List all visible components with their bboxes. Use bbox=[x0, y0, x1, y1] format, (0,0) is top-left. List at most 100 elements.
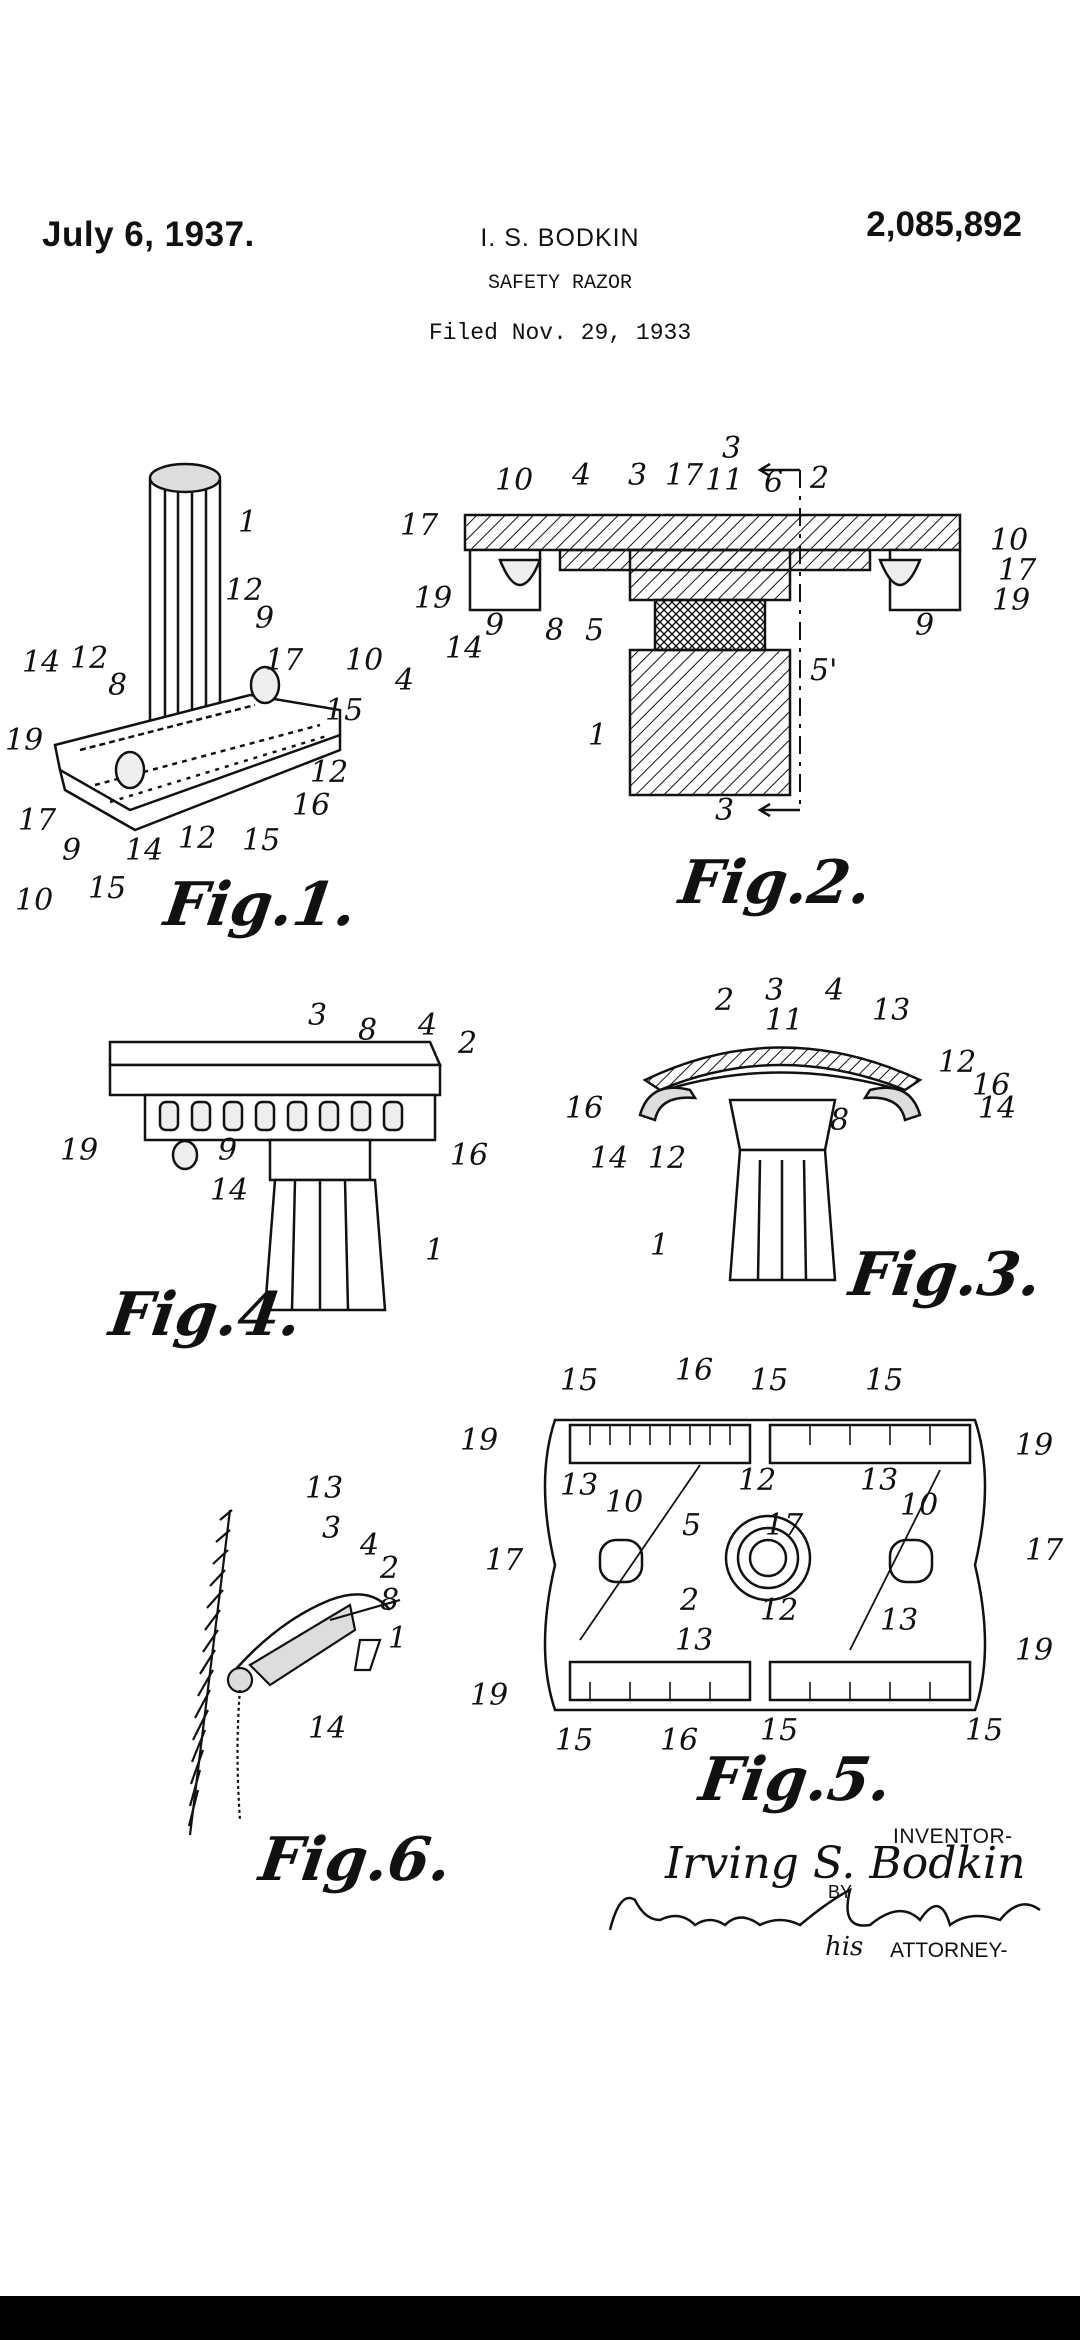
svg-text:12: 12 bbox=[760, 1593, 798, 1628]
svg-text:12: 12 bbox=[938, 1045, 976, 1080]
svg-text:8: 8 bbox=[358, 1013, 377, 1048]
figure-6-refs: 13 3 4 2 8 1 14 bbox=[305, 1471, 407, 1746]
svg-text:17: 17 bbox=[998, 553, 1037, 588]
patent-title: SAFETY RAZOR bbox=[487, 272, 633, 295]
svg-text:19: 19 bbox=[992, 583, 1030, 618]
svg-text:14: 14 bbox=[210, 1173, 248, 1208]
svg-text:19: 19 bbox=[5, 723, 43, 758]
figure-4-drawing bbox=[108, 1040, 442, 1312]
svg-text:3: 3 bbox=[628, 458, 647, 493]
svg-text:1: 1 bbox=[425, 1233, 444, 1268]
svg-text:8: 8 bbox=[108, 668, 127, 703]
svg-text:2: 2 bbox=[457, 1026, 477, 1061]
svg-text:5': 5' bbox=[810, 653, 837, 688]
svg-text:10: 10 bbox=[605, 1485, 643, 1520]
svg-text:3: 3 bbox=[308, 998, 327, 1033]
svg-text:13: 13 bbox=[675, 1623, 713, 1658]
svg-text:14: 14 bbox=[445, 631, 483, 666]
figure-3-drawing bbox=[638, 1046, 923, 1282]
svg-text:17: 17 bbox=[400, 508, 439, 543]
svg-text:8: 8 bbox=[830, 1103, 849, 1138]
svg-text:1: 1 bbox=[650, 1228, 669, 1263]
svg-text:10: 10 bbox=[990, 523, 1028, 558]
svg-text:15: 15 bbox=[242, 823, 280, 858]
svg-text:12: 12 bbox=[70, 641, 108, 676]
figure-2-refs: 10 4 3 17 11 6 2 3 17 10 17 19 19 9 8 5 … bbox=[400, 431, 1037, 828]
svg-text:2: 2 bbox=[809, 461, 829, 496]
svg-text:3: 3 bbox=[322, 1511, 341, 1546]
inventor-name: Irving S. Bodkin bbox=[665, 1838, 1026, 1889]
svg-text:12: 12 bbox=[310, 755, 348, 790]
svg-text:4: 4 bbox=[571, 458, 591, 493]
svg-text:12: 12 bbox=[225, 573, 263, 608]
svg-text:15: 15 bbox=[555, 1723, 593, 1758]
svg-text:5: 5 bbox=[682, 1508, 701, 1543]
svg-text:13: 13 bbox=[305, 1471, 343, 1506]
svg-text:13: 13 bbox=[880, 1603, 918, 1638]
svg-text:17: 17 bbox=[1025, 1533, 1064, 1568]
svg-text:12: 12 bbox=[178, 821, 216, 856]
svg-text:15: 15 bbox=[325, 693, 363, 728]
svg-text:14: 14 bbox=[22, 645, 60, 680]
figure-2-label: Fig.2. bbox=[675, 848, 876, 918]
svg-text:17: 17 bbox=[265, 643, 304, 678]
svg-text:12: 12 bbox=[648, 1141, 686, 1176]
svg-text:10: 10 bbox=[345, 643, 383, 678]
svg-text:13: 13 bbox=[860, 1463, 898, 1498]
svg-text:16: 16 bbox=[972, 1068, 1010, 1103]
svg-text:15: 15 bbox=[865, 1363, 903, 1398]
svg-text:16: 16 bbox=[565, 1091, 603, 1126]
svg-text:2: 2 bbox=[679, 1583, 699, 1618]
inventor-tag: INVENTOR- bbox=[893, 1825, 1013, 1848]
svg-text:1: 1 bbox=[588, 718, 607, 753]
svg-text:4: 4 bbox=[394, 663, 414, 698]
svg-text:14: 14 bbox=[978, 1091, 1016, 1126]
svg-text:19: 19 bbox=[60, 1133, 98, 1168]
svg-text:15: 15 bbox=[965, 1713, 1003, 1748]
by-tag: BY bbox=[828, 1882, 853, 1902]
patent-date: July 6, 1937. bbox=[42, 215, 255, 254]
svg-text:14: 14 bbox=[308, 1711, 346, 1746]
svg-text:11: 11 bbox=[705, 463, 743, 498]
svg-text:16: 16 bbox=[292, 788, 330, 823]
svg-text:14: 14 bbox=[125, 833, 163, 868]
figure-1-drawing bbox=[53, 462, 342, 832]
svg-text:12: 12 bbox=[738, 1463, 776, 1498]
svg-text:17: 17 bbox=[18, 803, 57, 838]
svg-text:4: 4 bbox=[359, 1528, 379, 1563]
svg-text:19: 19 bbox=[414, 581, 452, 616]
svg-text:19: 19 bbox=[460, 1423, 498, 1458]
svg-text:15: 15 bbox=[560, 1363, 598, 1398]
svg-text:15: 15 bbox=[88, 871, 126, 906]
svg-text:4: 4 bbox=[824, 973, 844, 1008]
svg-text:11: 11 bbox=[765, 1003, 803, 1038]
bottom-bar bbox=[0, 2296, 1080, 2340]
svg-text:15: 15 bbox=[760, 1713, 798, 1748]
svg-text:16: 16 bbox=[450, 1138, 488, 1173]
svg-text:6: 6 bbox=[764, 465, 783, 500]
svg-text:13: 13 bbox=[560, 1468, 598, 1503]
svg-text:3: 3 bbox=[715, 793, 734, 828]
svg-text:8: 8 bbox=[545, 613, 564, 648]
svg-text:10: 10 bbox=[15, 883, 53, 918]
attorney-his: his bbox=[825, 1932, 864, 1962]
svg-text:10: 10 bbox=[900, 1488, 938, 1523]
svg-text:8: 8 bbox=[380, 1583, 399, 1618]
svg-text:19: 19 bbox=[1015, 1633, 1053, 1668]
svg-text:16: 16 bbox=[660, 1723, 698, 1758]
svg-text:10: 10 bbox=[495, 463, 533, 498]
svg-text:4: 4 bbox=[417, 1008, 437, 1043]
patent-number: 2,085,892 bbox=[866, 205, 1022, 244]
attorney-tag: ATTORNEY- bbox=[890, 1939, 1008, 1962]
svg-text:16: 16 bbox=[675, 1353, 713, 1388]
svg-text:2: 2 bbox=[714, 983, 734, 1018]
svg-text:19: 19 bbox=[470, 1678, 508, 1713]
svg-text:9: 9 bbox=[485, 608, 504, 643]
svg-text:3: 3 bbox=[722, 431, 741, 466]
figure-2-drawing bbox=[463, 462, 962, 818]
svg-text:17: 17 bbox=[765, 1508, 804, 1543]
svg-text:9: 9 bbox=[255, 601, 274, 636]
svg-text:9: 9 bbox=[915, 608, 934, 643]
svg-text:17: 17 bbox=[665, 458, 704, 493]
